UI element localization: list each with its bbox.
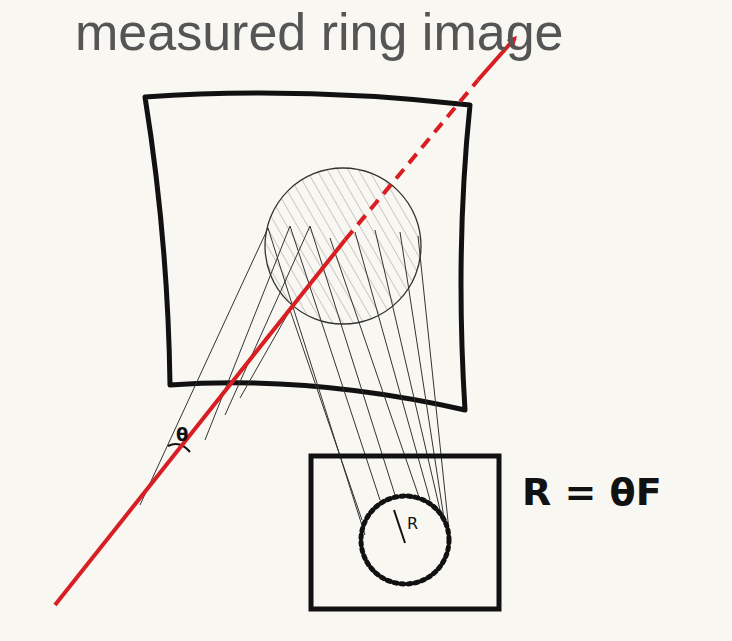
particle-track (55, 240, 345, 605)
radius-line (394, 510, 405, 543)
angle-label: θ (176, 424, 188, 445)
diagram-title: measured ring image (75, 2, 563, 62)
mirror-spot (265, 168, 421, 324)
particle-track-hidden (345, 80, 478, 240)
photon-detector (311, 456, 499, 609)
ring-image (361, 496, 449, 584)
equation-label: R = θF (522, 470, 662, 514)
radius-label: R (407, 514, 418, 533)
light-rays (140, 226, 450, 540)
